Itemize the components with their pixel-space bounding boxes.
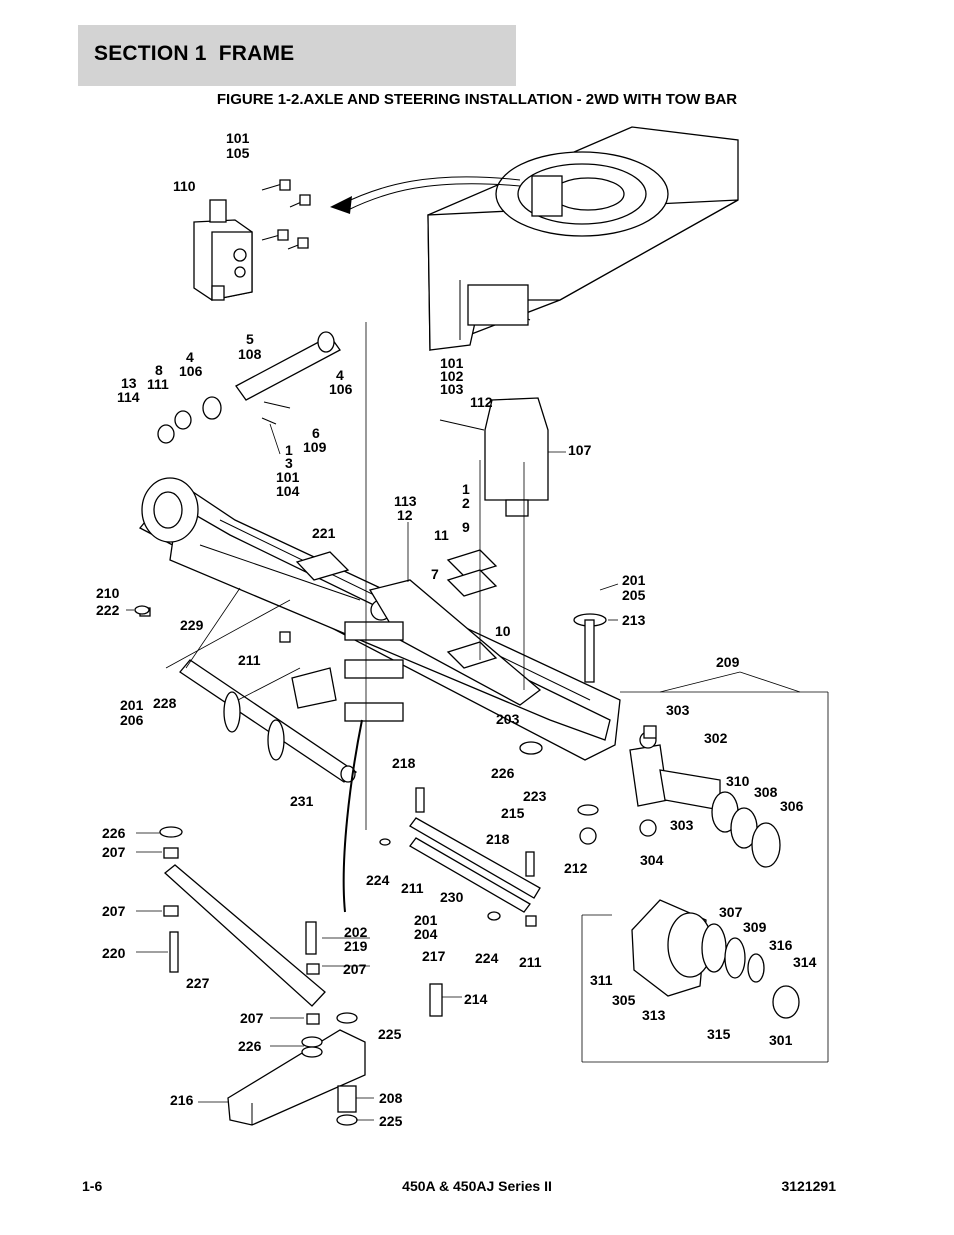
callout-c2: 110: [173, 178, 196, 194]
callout-c67: 225: [378, 1026, 402, 1042]
callout-c30: 303: [666, 702, 690, 718]
callout-c42: 207: [102, 844, 126, 860]
valve-block: [193, 179, 311, 301]
callout-c25: 10: [495, 623, 511, 639]
callout-c48: 230: [440, 889, 464, 905]
callout-c54: 316: [769, 937, 793, 953]
callout-c20: 222: [96, 602, 120, 618]
actuator: [439, 397, 549, 517]
callout-c39: 306: [780, 798, 804, 814]
callout-c18: 221: [312, 525, 336, 541]
page-number: 1-6: [82, 1178, 103, 1194]
callout-c26: 209: [716, 654, 740, 670]
tie-rods: [163, 817, 541, 1007]
callout-c73: 225: [379, 1113, 403, 1129]
callout-c60: 211: [519, 954, 542, 970]
section-title: SECTION 1 FRAME: [94, 42, 295, 65]
callout-c21: 229: [180, 617, 204, 633]
callout-c35: 223: [523, 788, 547, 804]
callout-c43: 218: [486, 831, 510, 847]
callout-c66: 207: [240, 1010, 264, 1026]
frame-turntable: [427, 126, 739, 351]
callout-c57: 207: [343, 961, 367, 977]
hub: [631, 899, 800, 1019]
steer-cylinder: [179, 659, 358, 783]
callout-c62: 214: [464, 991, 488, 1007]
callout-c72: 208: [379, 1090, 403, 1106]
callout-c31: 302: [704, 730, 728, 746]
callout-c58: 217: [422, 948, 446, 964]
model-name: 450A & 450AJ Series II: [402, 1178, 552, 1194]
figure-title: FIGURE 1-2.AXLE AND STEERING INSTALLATIO…: [216, 91, 738, 108]
callout-c49: 207: [102, 903, 126, 919]
callout-c46: 224: [366, 872, 390, 888]
kingpin: [573, 613, 607, 683]
turntable-arrow: [330, 176, 521, 214]
callout-c40: 303: [670, 817, 694, 833]
callout-c56: 220: [102, 945, 126, 961]
callout-c16: 11: [434, 527, 449, 543]
callout-c19: 210: [96, 585, 120, 601]
callout-c52: 307: [719, 904, 743, 920]
callout-c70: 301: [769, 1032, 793, 1048]
callout-c59: 224: [475, 950, 499, 966]
callout-c44: 212: [564, 860, 588, 876]
section-header: SECTION 1 FRAME: [78, 25, 516, 86]
callout-c11: 112: [470, 394, 493, 410]
tow-bar: [227, 1012, 366, 1126]
callout-c32: 226: [491, 765, 515, 781]
callout-c29: 203: [496, 711, 520, 727]
callout-c68: 226: [238, 1038, 262, 1054]
callout-c34: 231: [290, 793, 314, 809]
callout-c36: 215: [501, 805, 525, 821]
callout-c69: 315: [707, 1026, 731, 1042]
callout-c12: 107: [568, 442, 592, 458]
callout-c45: 304: [640, 852, 664, 868]
callout-c64: 305: [612, 992, 636, 1008]
leader-lines: [126, 322, 829, 1121]
callout-c28: 228: [153, 695, 177, 711]
callout-c55: 314: [793, 954, 817, 970]
callout-c61: 227: [186, 975, 210, 991]
callout-c22: 211: [238, 652, 261, 668]
pivot-pin-group: [157, 331, 341, 444]
callout-c47: 211: [401, 880, 424, 896]
callout-c15: 9: [462, 519, 470, 535]
drawing-art: [126, 126, 829, 1126]
callout-c41: 226: [102, 825, 126, 841]
wear-pads: [295, 549, 498, 669]
callout-c53: 309: [743, 919, 767, 935]
callout-c38: 308: [754, 784, 778, 800]
callout-c24: 213: [622, 612, 646, 628]
document-number: 3121291: [781, 1178, 836, 1194]
callout-c71: 216: [170, 1092, 194, 1108]
callout-c17: 7: [431, 566, 439, 582]
hardware-pins: [134, 605, 657, 1058]
callout-c65: 313: [642, 1007, 666, 1023]
callout-c33: 218: [392, 755, 416, 771]
callout-c63: 311: [590, 972, 613, 988]
pivot-bracket: [291, 579, 542, 722]
callout-c37: 310: [726, 773, 750, 789]
spindle: [629, 731, 781, 868]
